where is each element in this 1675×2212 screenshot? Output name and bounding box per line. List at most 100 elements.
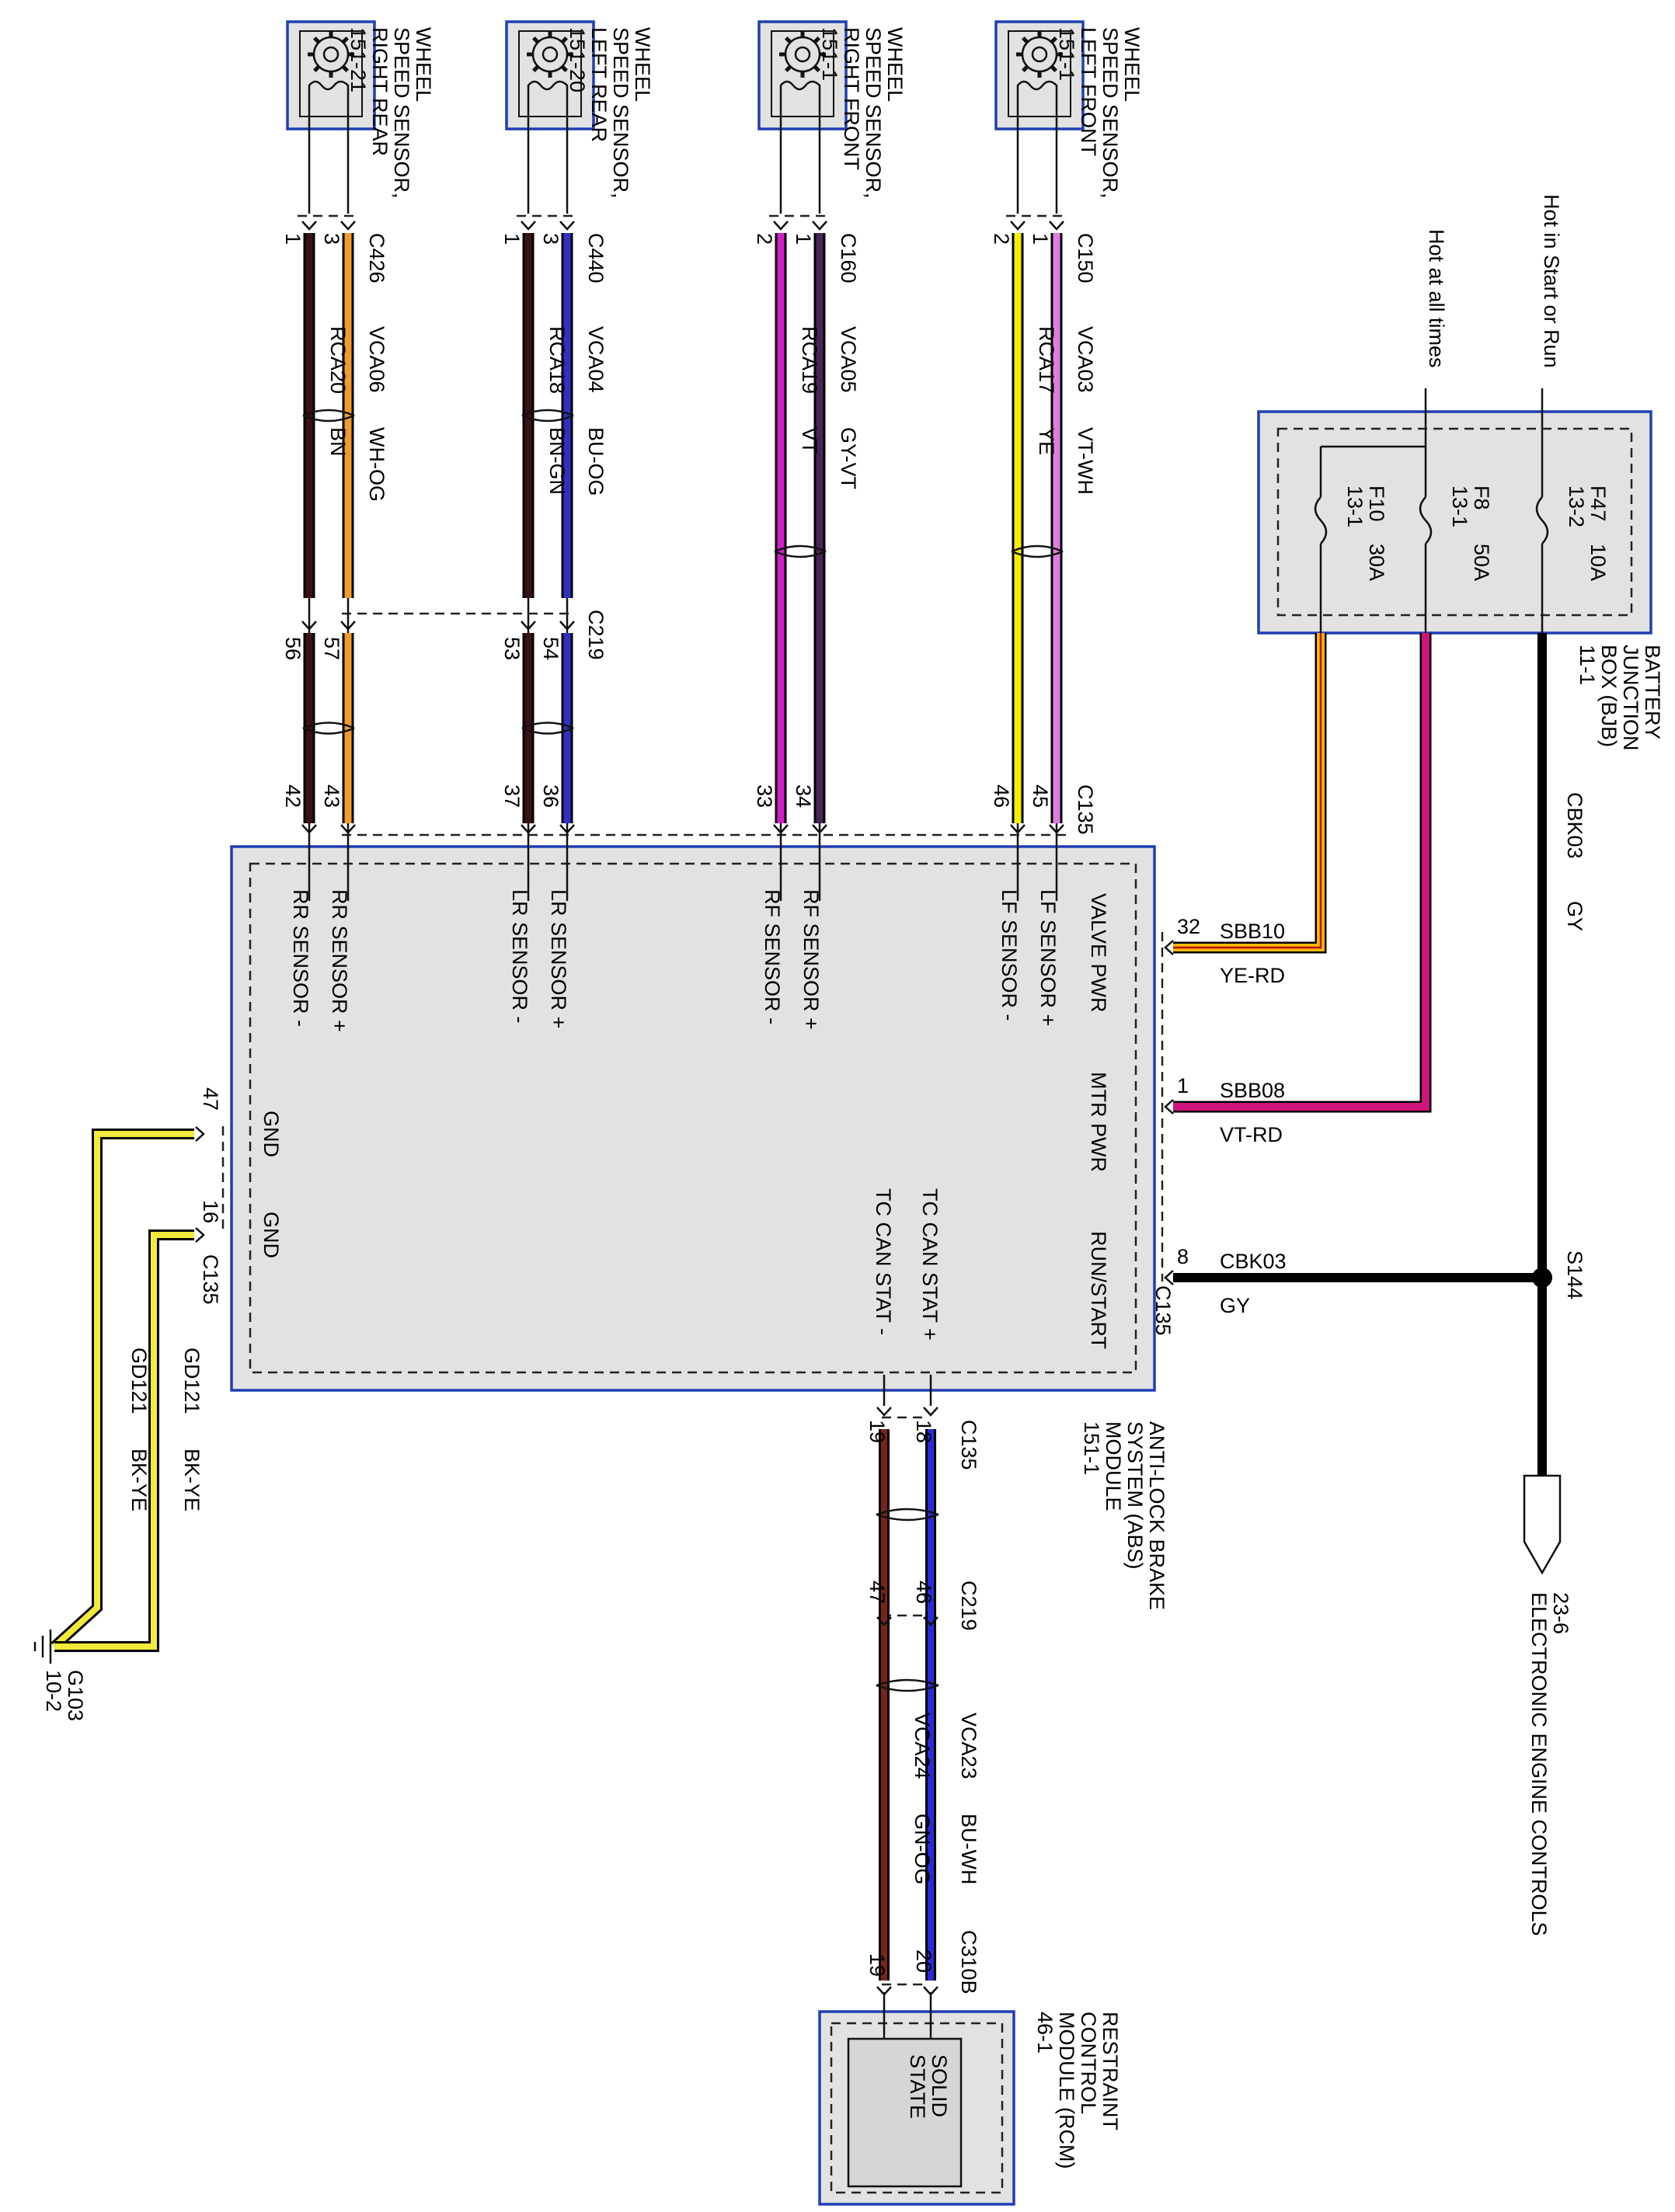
sensor-label-line: 151-1 xyxy=(1055,27,1078,81)
abs-pin-rf-neg: RF SENSOR - xyxy=(761,889,784,1024)
pin-arrow-icon xyxy=(773,221,789,231)
abs-pin-valve: VALVE PWR xyxy=(1087,893,1110,1013)
power-pin-label: 8 xyxy=(1177,1245,1189,1268)
wire-sbb10 xyxy=(1173,633,1327,954)
sensor-label-line: WHEEL xyxy=(631,27,654,102)
power-color-label: VT-RD xyxy=(1220,1123,1283,1146)
abs-pin-gnd1: GND xyxy=(259,1111,283,1157)
power-pin-label: 1 xyxy=(1177,1074,1189,1097)
pin-arrow-icon xyxy=(812,221,827,231)
abs-pin-run: RUN/START xyxy=(1087,1231,1110,1349)
sensor-label-line: WHEEL xyxy=(883,27,907,102)
pin-arrow-icon xyxy=(521,221,536,231)
fuse-rating-label: 30A xyxy=(1365,544,1388,581)
fuse-loc-label: 13-1 xyxy=(1343,485,1367,527)
rcm-label-line: CONTROL xyxy=(1077,2012,1100,2114)
can-pin-label: 20 xyxy=(912,1949,935,1973)
pin-arrow-icon xyxy=(1164,940,1174,955)
can-color-label: GN-OG xyxy=(911,1814,934,1885)
rcm-label-line: MODULE (RCM) xyxy=(1055,2012,1078,2169)
sensor-label-line: SPEED SENSOR, xyxy=(1099,27,1122,199)
wheel-speed-sensor xyxy=(757,20,848,130)
pin-arrow-icon xyxy=(559,621,575,631)
abs-pin-lf-neg: LF SENSOR - xyxy=(998,889,1021,1021)
can-pin-label: 46 xyxy=(912,1581,935,1604)
pin-arrow-icon xyxy=(301,221,317,231)
pin-arrow-icon xyxy=(1010,824,1026,834)
bjb-label-line: BATTERY xyxy=(1641,645,1664,739)
pin-label: 57 xyxy=(320,637,343,660)
connector-label: C440 xyxy=(584,233,608,283)
pin-label: 1 xyxy=(500,233,524,245)
fuse-id-label: F47 xyxy=(1586,485,1610,522)
pin-arrow-icon xyxy=(195,1227,205,1243)
abs-module-label-line: ANTI-LOCK BRAKE xyxy=(1145,1421,1168,1610)
abs-pin-mtr: MTR PWR xyxy=(1087,1072,1110,1172)
fuse-id-label: F10 xyxy=(1365,485,1388,522)
abs-pin-rf-pos: RF SENSOR + xyxy=(799,889,823,1030)
abs-module-label-line: 151-1 xyxy=(1080,1421,1103,1475)
pin-label: 53 xyxy=(500,637,524,660)
gear-icon xyxy=(779,31,826,78)
ground-circuit-label: GD121 xyxy=(180,1348,204,1414)
wire-color-label: WH-OG xyxy=(365,427,388,502)
feed-color-label: GY xyxy=(1563,901,1586,931)
can-pin-label: 19 xyxy=(865,1420,889,1443)
circuit-label: RCA17 xyxy=(1035,326,1058,394)
abs-module-label-line: SYSTEM (ABS) xyxy=(1123,1421,1147,1570)
wheel-speed-sensor xyxy=(286,20,376,130)
fuse-f47-icon xyxy=(1535,496,1549,544)
pin-label: 1 xyxy=(792,233,815,245)
ground-color-label: BK-YE xyxy=(180,1449,204,1511)
pin-arrow-icon xyxy=(923,1986,938,1996)
pin-label: 46 xyxy=(990,784,1013,808)
sensor-label-line: RIGHT FRONT xyxy=(840,27,863,170)
sensor-label-line: RIGHT REAR xyxy=(368,27,392,156)
fuse-id-label: F8 xyxy=(1470,485,1493,510)
pin-arrow-icon xyxy=(340,824,356,834)
wire-color-label: VT xyxy=(798,427,821,454)
gear-icon xyxy=(1016,31,1063,78)
ground-ref-label: 10-2 xyxy=(42,1670,65,1712)
splice-label: S144 xyxy=(1563,1250,1586,1299)
wire-can xyxy=(876,1375,939,2039)
abs-module-label-line: MODULE xyxy=(1102,1421,1125,1511)
rcm-inner-label-line: SOLID xyxy=(928,2054,951,2117)
connector-label-c219: C219 xyxy=(584,610,608,660)
abs-pin-gnd2: GND xyxy=(259,1212,283,1258)
pin-label: 2 xyxy=(990,233,1013,245)
power-circuit-label: SBB10 xyxy=(1220,920,1285,943)
battery-junction-box xyxy=(1257,410,1652,635)
eec-ref-label: 23-6 xyxy=(1549,1592,1572,1634)
can-pin-label: 18 xyxy=(912,1420,935,1443)
bjb-label-line: JUNCTION xyxy=(1619,645,1642,751)
pin-label: 1 xyxy=(1029,233,1052,245)
eec-name-label: ELECTRONIC ENGINE CONTROLS xyxy=(1527,1592,1551,1936)
fuse-loc-label: 13-2 xyxy=(1565,485,1588,527)
pin-arrow-icon xyxy=(1010,221,1026,231)
power-circuit-label: SBB08 xyxy=(1220,1079,1285,1102)
abs-pin-rr-neg: RR SENSOR - xyxy=(289,889,312,1027)
circuit-label: VCA03 xyxy=(1074,326,1097,393)
power-pin-label: 32 xyxy=(1177,915,1200,938)
wheel-speed-sensor xyxy=(505,20,595,130)
abs-pin-lr-neg: LR SENSOR - xyxy=(508,889,531,1024)
eec-connector-icon xyxy=(1523,1474,1562,1575)
gear-icon xyxy=(308,31,354,78)
connector-label-c135-can: C135 xyxy=(957,1420,980,1470)
circuit-label: VCA04 xyxy=(584,326,608,393)
connector-label: C150 xyxy=(1074,233,1097,283)
sensor-label-line: 151-21 xyxy=(346,27,370,92)
pin-arrow-icon xyxy=(876,1986,892,1996)
pin-label: 3 xyxy=(539,233,562,245)
pin-label: 33 xyxy=(753,784,776,808)
rcm-label-line: RESTRAINT xyxy=(1099,2012,1122,2130)
sensor-label-line: LEFT REAR xyxy=(587,27,611,142)
can-pin-label: 47 xyxy=(865,1581,889,1604)
pin-arrow-icon xyxy=(1164,1270,1174,1285)
pin-label: 43 xyxy=(320,784,343,808)
pin-arrow-icon xyxy=(1049,221,1064,231)
pin-arrow-icon xyxy=(876,1407,892,1417)
abs-module xyxy=(230,845,1156,1392)
